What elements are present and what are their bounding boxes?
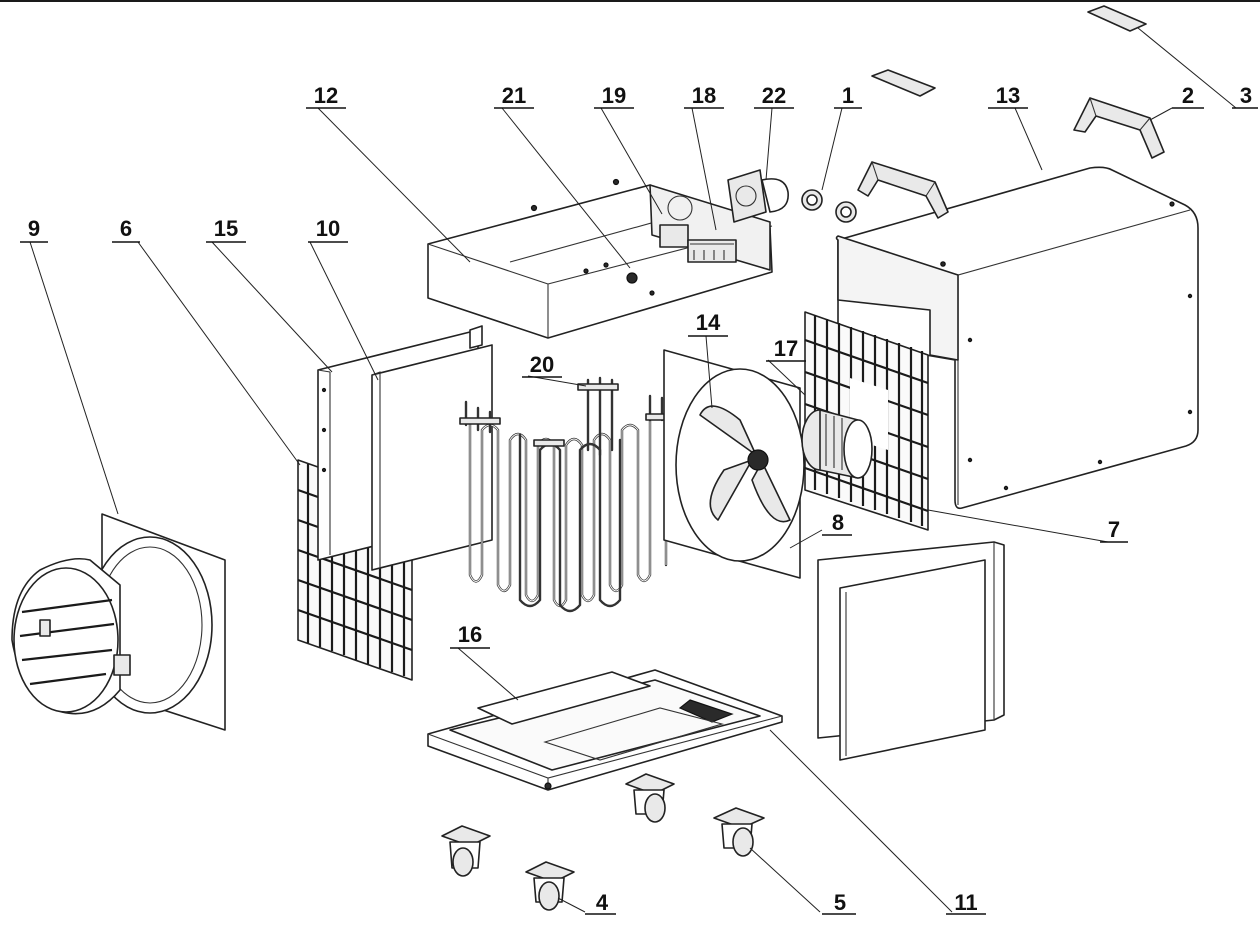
callout-label: 3 bbox=[1240, 83, 1252, 108]
callout-6: 6 bbox=[112, 216, 140, 243]
callout-3: 3 bbox=[1232, 83, 1258, 109]
callout-7: 7 bbox=[1100, 517, 1128, 543]
castor-wheel-front-right bbox=[525, 861, 575, 911]
handle-cap-front bbox=[871, 69, 936, 97]
callout-22: 22 bbox=[754, 83, 794, 109]
callout-2: 2 bbox=[1172, 83, 1204, 109]
housing-shell bbox=[835, 166, 1199, 510]
thermostat-box bbox=[727, 169, 789, 223]
callout-label: 16 bbox=[458, 622, 482, 647]
callout-label: 19 bbox=[602, 83, 626, 108]
callout-18: 18 bbox=[684, 83, 724, 109]
front-outlet-shroud bbox=[11, 513, 226, 731]
callout-label: 21 bbox=[502, 83, 526, 108]
callout-label: 18 bbox=[692, 83, 716, 108]
handle-cap-rear bbox=[1087, 5, 1147, 32]
callout-label: 22 bbox=[762, 83, 786, 108]
callout-11: 11 bbox=[946, 890, 986, 915]
castor-wheel-rear-right bbox=[713, 807, 765, 857]
callout-label: 14 bbox=[696, 310, 721, 335]
callout-20: 20 bbox=[522, 352, 562, 378]
callout-5: 5 bbox=[822, 890, 856, 915]
carry-handle-rear bbox=[1073, 97, 1165, 159]
callout-label: 12 bbox=[314, 83, 338, 108]
callout-label: 7 bbox=[1108, 517, 1120, 542]
callout-10: 10 bbox=[308, 216, 348, 243]
callout-4: 4 bbox=[585, 890, 616, 915]
callout-9: 9 bbox=[20, 216, 48, 243]
callout-19: 19 bbox=[594, 83, 634, 109]
carry-handle-front bbox=[857, 161, 949, 219]
insulation-plate bbox=[477, 671, 651, 725]
fan-motor bbox=[801, 409, 873, 479]
callout-label: 11 bbox=[954, 890, 977, 915]
callout-label: 1 bbox=[842, 83, 854, 108]
callout-14: 14 bbox=[688, 310, 728, 337]
callout-15: 15 bbox=[206, 216, 246, 243]
callout-label: 10 bbox=[316, 216, 340, 241]
callout-label: 9 bbox=[28, 216, 40, 241]
rear-side-panel bbox=[817, 541, 1005, 761]
fan-shroud-plate bbox=[663, 349, 805, 579]
callout-label: 4 bbox=[596, 890, 609, 915]
callout-label: 8 bbox=[832, 510, 844, 535]
callout-label: 17 bbox=[774, 336, 798, 361]
callout-12: 12 bbox=[306, 83, 346, 109]
callout-13: 13 bbox=[988, 83, 1028, 109]
callout-21: 21 bbox=[494, 83, 534, 109]
callout-label: 13 bbox=[996, 83, 1020, 108]
leader-lines bbox=[29, 27, 1237, 913]
control-knob bbox=[801, 189, 857, 223]
callout-8: 8 bbox=[822, 510, 852, 536]
castor-wheel-rear-left bbox=[625, 773, 675, 823]
callout-16: 16 bbox=[450, 622, 490, 649]
callout-label: 5 bbox=[834, 890, 846, 915]
callout-label: 2 bbox=[1182, 83, 1194, 108]
heating-element-coil bbox=[459, 376, 683, 613]
callout-label: 6 bbox=[120, 216, 132, 241]
callout-17: 17 bbox=[766, 336, 806, 362]
castor-wheel-front-left bbox=[441, 825, 491, 877]
control-panel-tray bbox=[427, 178, 773, 339]
callout-1: 1 bbox=[834, 83, 862, 109]
callout-label: 15 bbox=[214, 216, 238, 241]
callout-label: 20 bbox=[530, 352, 554, 377]
